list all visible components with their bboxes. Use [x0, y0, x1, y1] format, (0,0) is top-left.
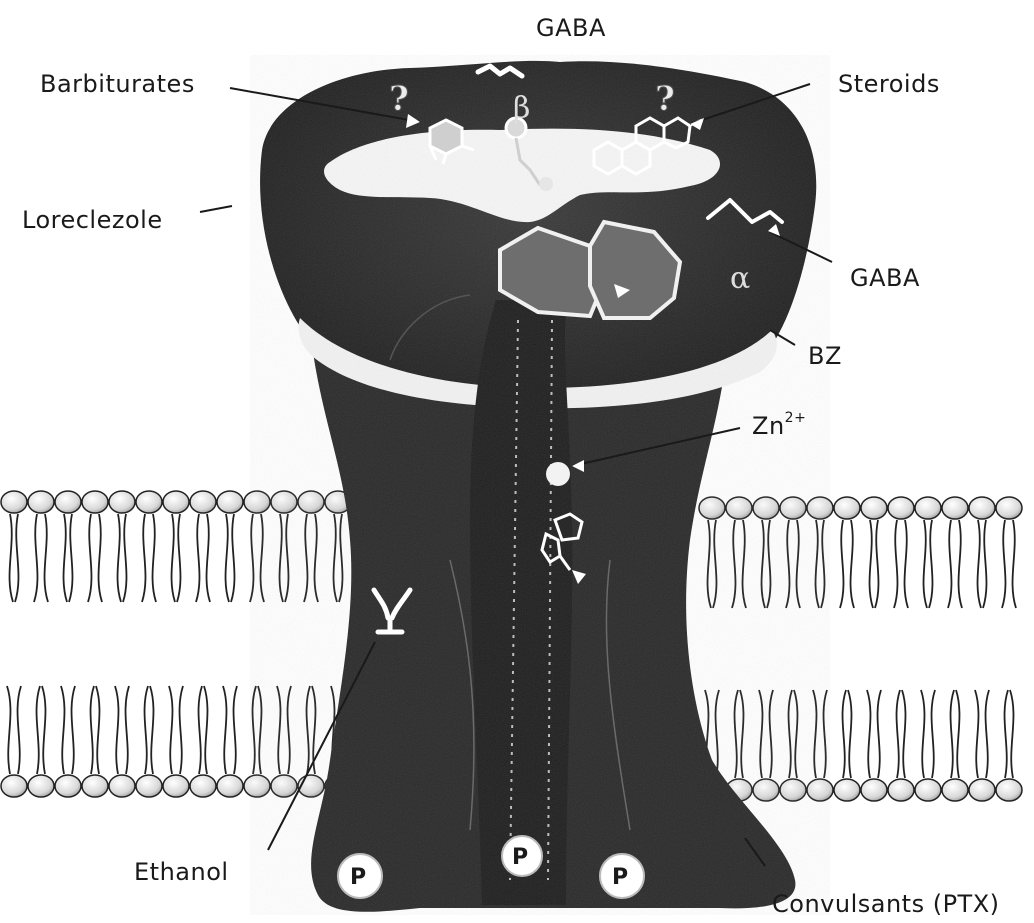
lipid-molecule [28, 491, 54, 602]
label-gaba-top: GABA [536, 14, 606, 42]
lipid-molecule [163, 686, 189, 797]
lipid-molecule [888, 690, 914, 801]
lipid-molecule [217, 491, 243, 602]
label-loreclezole: Loreclezole [22, 206, 163, 234]
lipid-molecule [888, 497, 914, 608]
lipid-molecule [82, 686, 108, 797]
lipid-molecule [55, 491, 81, 602]
barbiturate-unknown-site-marker: ? [389, 79, 409, 119]
lipid-molecule [109, 686, 135, 797]
label-zinc-base: Zn [752, 412, 785, 440]
lipid-molecule [969, 690, 995, 801]
label-steroids: Steroids [838, 70, 940, 98]
label-barbiturates: Barbiturates [40, 70, 195, 98]
label-convulsants: Convulsants (PTX) [772, 890, 1000, 918]
lipid-molecule [915, 690, 941, 801]
lipid-molecule [942, 497, 968, 608]
label-zinc-superscript: 2+ [785, 410, 807, 426]
lipid-molecule [190, 491, 216, 602]
lipid-molecule [1, 686, 27, 797]
barbiturate-ring-icon [430, 120, 462, 154]
lipid-molecule [28, 686, 54, 797]
phosphorylation-site-1: P [338, 854, 382, 898]
lipid-molecule [834, 497, 860, 608]
lipid-molecule [136, 686, 162, 797]
label-gaba-right: GABA [850, 264, 920, 292]
zinc-site-icon [546, 462, 570, 486]
lipid-molecule [217, 686, 243, 797]
lipid-molecule [136, 491, 162, 602]
lipid-molecule [834, 690, 860, 801]
lipid-molecule [942, 690, 968, 801]
label-bz: BZ [808, 342, 842, 370]
loreclezole-leader [200, 206, 232, 212]
lipid-molecule [163, 491, 189, 602]
lipid-molecule [55, 686, 81, 797]
lipid-molecule [915, 497, 941, 608]
lipid-molecule [996, 690, 1022, 801]
phosphorylation-site-3: P [600, 854, 644, 898]
lipid-molecule [190, 686, 216, 797]
phosphorylation-label-2: P [512, 845, 528, 870]
phosphorylation-label-3: P [612, 865, 628, 890]
lipid-molecule [82, 491, 108, 602]
lipid-molecule [996, 497, 1022, 608]
lipid-molecule [969, 497, 995, 608]
label-ethanol: Ethanol [134, 858, 229, 886]
beta-site-ligand-dot [539, 177, 553, 191]
alpha-subunit-symbol: α [730, 261, 750, 296]
lipid-molecule [1, 491, 27, 602]
steroid-unknown-site-marker: ? [655, 79, 675, 119]
lipid-molecule [861, 690, 887, 801]
lipid-molecule [861, 497, 887, 608]
lipid-molecule [109, 491, 135, 602]
beta-subunit-symbol: β [513, 91, 530, 126]
phosphorylation-site-2: P [502, 836, 542, 876]
phosphorylation-label-1: P [350, 865, 366, 890]
